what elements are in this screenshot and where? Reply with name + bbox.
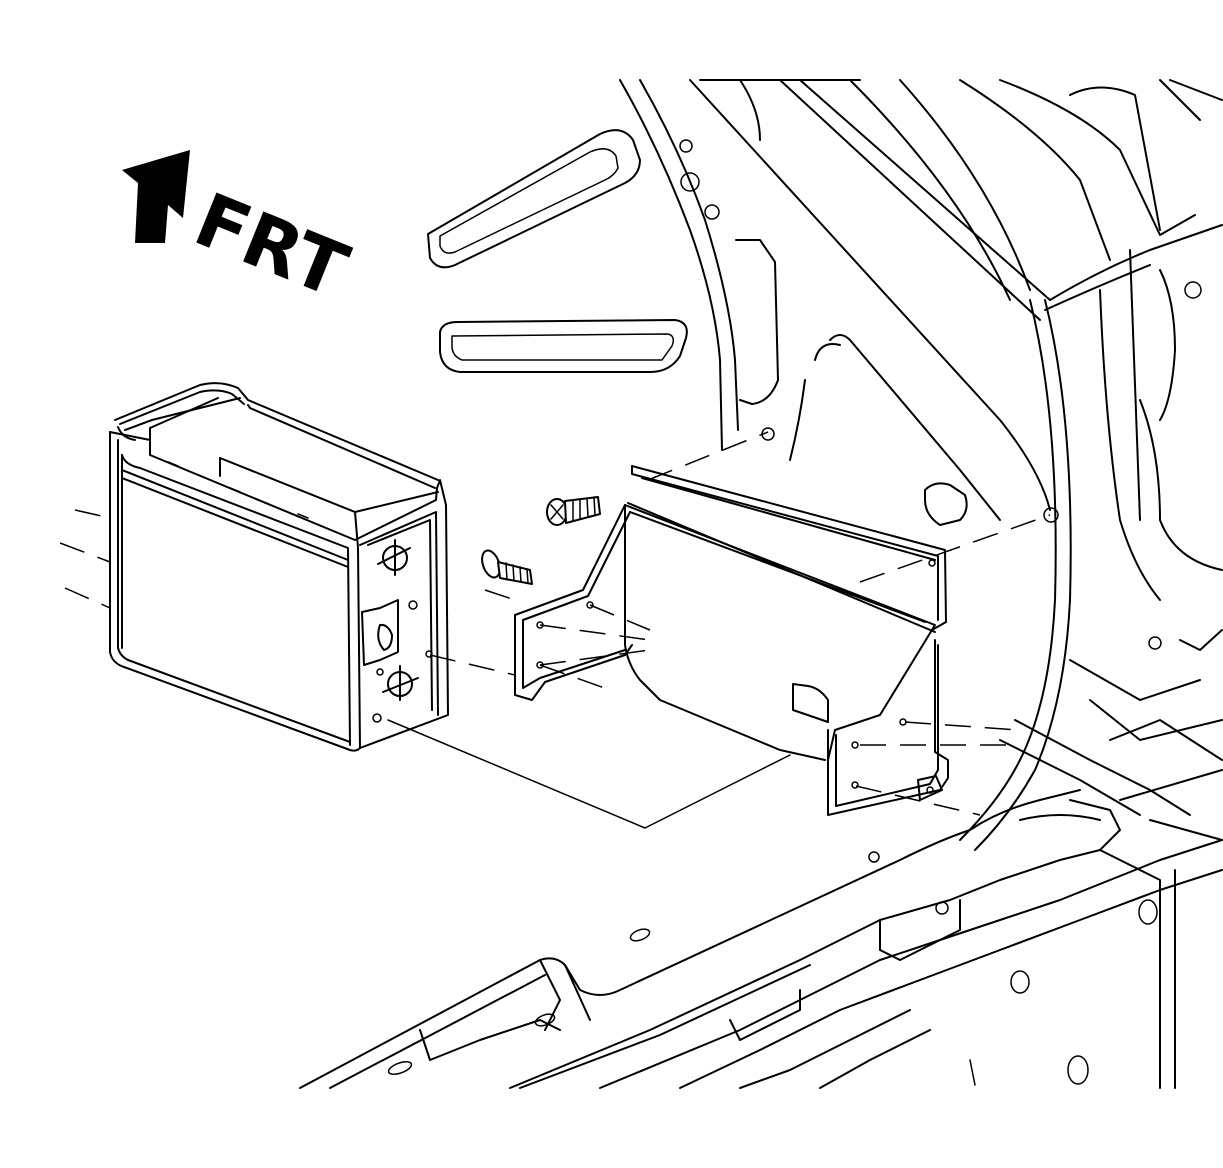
- front-arrow-icon: [122, 150, 190, 243]
- lower-screw: [481, 549, 533, 585]
- front-direction-indicator: FRT: [122, 150, 359, 315]
- front-direction-label: FRT: [183, 177, 359, 315]
- upper-screw: [546, 496, 601, 526]
- vehicle-body-structure: [299, 79, 1223, 1089]
- mounting-bracket: [514, 465, 949, 816]
- alignment-lines: [59, 431, 1051, 829]
- cd-changer-module: [109, 382, 449, 752]
